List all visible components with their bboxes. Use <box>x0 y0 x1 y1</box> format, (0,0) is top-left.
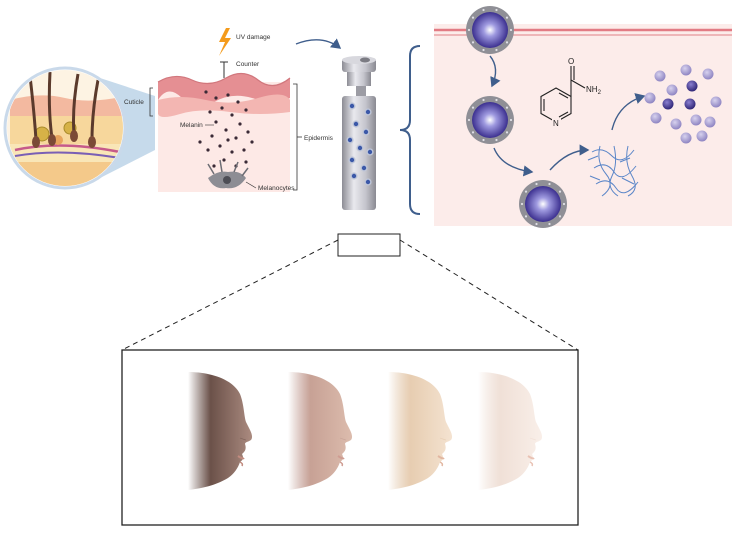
lip-line <box>237 455 245 460</box>
melanin-dot <box>238 122 242 126</box>
melanin-dot <box>230 150 234 154</box>
flow-arrow-2 <box>493 147 534 177</box>
molecule-dot <box>654 70 666 82</box>
melanin-dot <box>210 134 214 138</box>
melanin-label: Melanin <box>180 122 203 129</box>
flow-arrow-4 <box>611 93 646 131</box>
flow-arrow-3 <box>549 144 590 171</box>
melanin-dot <box>242 148 246 152</box>
bottle-particle <box>362 128 370 136</box>
melanin-dot <box>226 93 230 97</box>
nanoparticles <box>466 6 567 228</box>
molecule-dot <box>686 80 698 92</box>
melanin-dot <box>220 106 224 110</box>
melanin-dot <box>250 140 254 144</box>
lip-line <box>437 455 445 460</box>
melanin-dot <box>218 144 222 148</box>
molecule-dot <box>666 84 678 96</box>
lip-line <box>527 455 535 460</box>
face-profile <box>478 372 543 490</box>
bottle-particle <box>352 120 360 128</box>
melanin-dot <box>230 113 234 117</box>
serum-bottle <box>342 56 376 210</box>
lip-line <box>337 455 345 460</box>
flow-arrow-to-bottle <box>295 38 342 49</box>
melanin-dot <box>214 120 218 124</box>
melanin-dot <box>206 148 210 152</box>
face-profiles <box>188 372 543 490</box>
flow-arrow-1 <box>489 55 501 88</box>
molecule-dot <box>680 64 692 76</box>
melanocyte-cell <box>207 159 249 189</box>
zoom-line-right <box>399 239 579 351</box>
molecule-dot <box>680 132 692 144</box>
melanin-dot <box>246 130 250 134</box>
molecule-dot <box>684 98 696 110</box>
melanocytes-label: Melanocytes <box>258 185 295 192</box>
carbonyl-oxygen-label: O <box>568 57 574 66</box>
bottle-particle <box>366 148 374 156</box>
nanoparticle <box>466 6 514 54</box>
molecule-dot <box>690 114 702 126</box>
molecule-dot <box>644 92 656 104</box>
released-molecules <box>644 64 722 144</box>
bottle-particle <box>360 164 368 172</box>
melanin-dot <box>198 140 202 144</box>
melanin-dot <box>212 164 216 168</box>
face-profile <box>188 372 253 490</box>
bottle-particle <box>350 172 358 180</box>
cuticle-label: Cuticle <box>124 99 144 106</box>
melanin-dot <box>204 90 208 94</box>
melanin-dot <box>236 100 240 104</box>
melanin-dot <box>226 138 230 142</box>
amine-label: NH2 <box>586 85 602 96</box>
zoom-line-left <box>121 239 339 351</box>
zoom-source-box <box>337 233 401 257</box>
epidermis-bracket <box>293 83 298 191</box>
bottle-particle <box>346 136 354 144</box>
nanoparticle <box>466 96 514 144</box>
uv-damage-label: UV damage <box>236 34 271 41</box>
melanin-dot <box>234 136 238 140</box>
epidermis-label: Epidermis <box>304 135 334 142</box>
molecule-dot <box>702 68 714 80</box>
bottle-particle <box>364 108 372 116</box>
bottle-nanoparticles <box>346 102 374 186</box>
molecule-dot <box>650 112 662 124</box>
bottle-particle <box>364 178 372 186</box>
molecule-dot <box>662 98 674 110</box>
gel-network <box>587 145 639 197</box>
ring-nitrogen-label: N <box>553 119 559 128</box>
bottle-particle <box>348 102 356 110</box>
molecule-dot <box>710 96 722 108</box>
melanin-dot <box>214 96 218 100</box>
group-bracket <box>399 45 421 215</box>
melanin-particles <box>198 90 254 168</box>
molecule-dot <box>670 118 682 130</box>
melanin-dot <box>244 160 248 164</box>
melanin-dot <box>224 128 228 132</box>
melanin-dot <box>208 110 212 114</box>
molecule-dot <box>696 130 708 142</box>
bottle-particle <box>348 156 356 164</box>
skin-magnifier <box>3 66 155 190</box>
cuticle-bracket <box>149 87 153 117</box>
nanoparticle <box>519 180 567 228</box>
melanin-dot <box>244 108 248 112</box>
melanin-dot <box>222 158 226 162</box>
counter-label: Counter <box>236 61 260 68</box>
lightning-icon <box>219 28 231 56</box>
molecule-dot <box>704 116 716 128</box>
face-profile <box>388 372 453 490</box>
face-profile <box>288 372 353 490</box>
bottle-particle <box>356 144 364 152</box>
